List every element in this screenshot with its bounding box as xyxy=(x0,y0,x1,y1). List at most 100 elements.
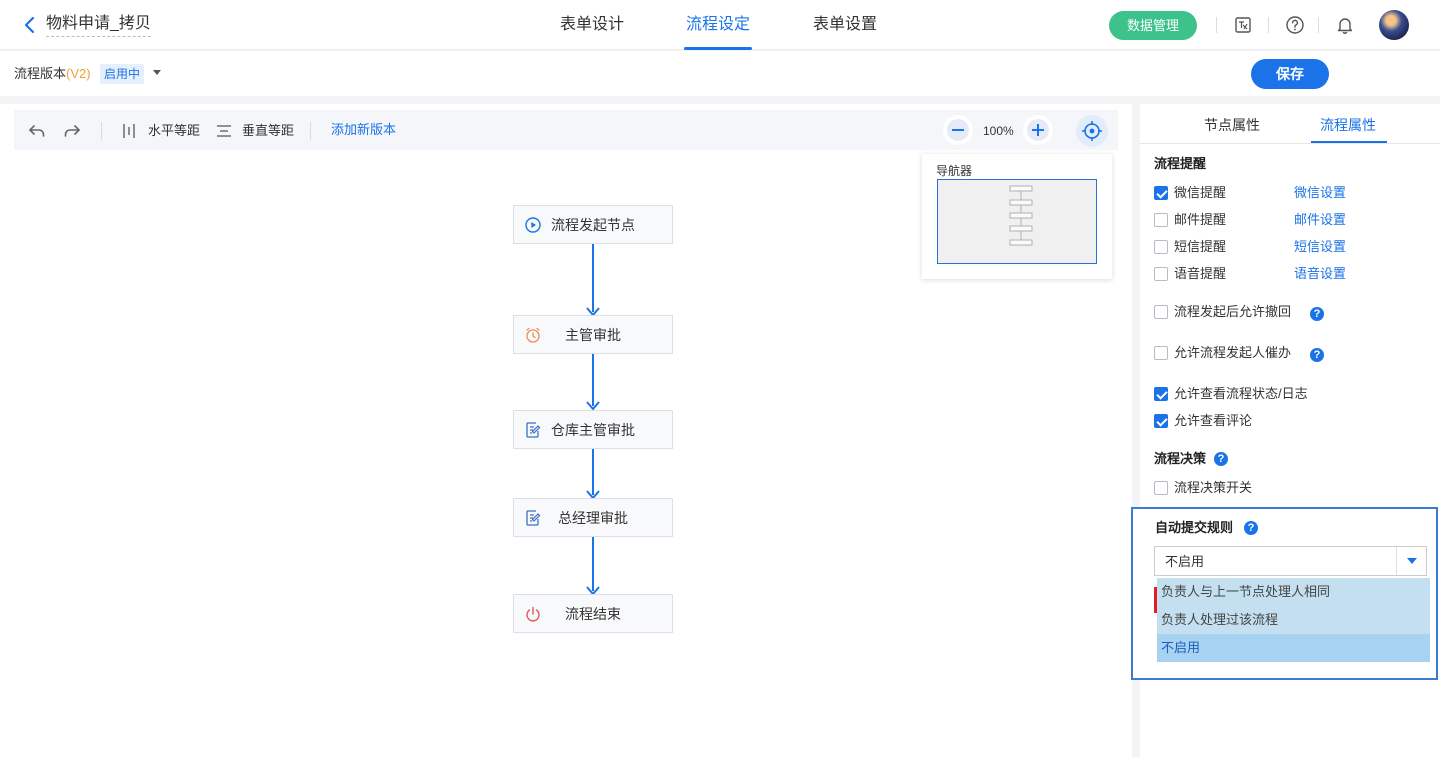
crosshair-icon xyxy=(1082,121,1102,141)
auto-submit-selected-value: 不启用 xyxy=(1165,554,1205,569)
redo-icon[interactable] xyxy=(63,122,81,140)
help-icon[interactable]: ? xyxy=(1214,452,1228,466)
horizontal-distribute-label[interactable]: 水平等距 xyxy=(148,123,201,138)
view-status-log-checkbox[interactable] xyxy=(1154,387,1168,401)
panel-divider xyxy=(1140,143,1440,144)
flow-node-label: 流程结束 xyxy=(565,606,621,622)
tab-form-settings[interactable]: 表单设置 xyxy=(813,16,878,33)
view-status-log-label: 允许查看流程状态/日志 xyxy=(1174,386,1308,401)
flow-connector xyxy=(592,449,594,495)
header-divider xyxy=(1318,17,1319,33)
voice-label: 语音提醒 xyxy=(1174,266,1227,281)
flow-connector xyxy=(592,244,594,312)
flow-node-label: 仓库主管审批 xyxy=(551,422,635,438)
status-badge: 启用中 xyxy=(100,64,145,84)
dropdown-option-selected[interactable]: 不启用 xyxy=(1157,634,1430,662)
wechat-label: 微信提醒 xyxy=(1174,185,1227,200)
auto-submit-section: 自动提交规则 ? 不启用 负责人与上一节点处理人相同 负责人处理过该流程 不启用 xyxy=(1131,507,1438,680)
allow-withdraw-checkbox[interactable] xyxy=(1154,305,1168,319)
save-button[interactable]: 保存 xyxy=(1251,59,1329,89)
undo-icon[interactable] xyxy=(28,122,46,140)
zoom-level: 100% xyxy=(983,124,1014,138)
play-circle-icon xyxy=(525,217,541,233)
flow-node-manager-approval[interactable]: 主管审批 xyxy=(513,315,673,354)
email-settings-link[interactable]: 邮件设置 xyxy=(1294,212,1347,227)
vertical-distribute-icon[interactable] xyxy=(215,122,233,140)
back-arrow-icon[interactable] xyxy=(20,15,40,35)
chevron-down-icon[interactable] xyxy=(1396,547,1426,575)
view-comments-checkbox[interactable] xyxy=(1154,414,1168,428)
decision-section-title: 流程决策 xyxy=(1154,451,1207,466)
power-icon xyxy=(526,606,540,622)
top-header: 物料申请_拷贝 表单设计 流程设定 表单设置 数据管理 xyxy=(0,0,1440,50)
edit-doc-icon xyxy=(526,422,541,438)
sms-settings-link[interactable]: 短信设置 xyxy=(1294,239,1347,254)
avatar[interactable] xyxy=(1379,10,1409,40)
tab-process-settings[interactable]: 流程设定 xyxy=(683,14,753,50)
zoom-out-button[interactable] xyxy=(943,115,973,145)
data-manage-button[interactable]: 数据管理 xyxy=(1109,11,1197,40)
wechat-checkbox[interactable] xyxy=(1154,186,1168,200)
zoom-in-button[interactable] xyxy=(1023,115,1053,145)
error-indicator xyxy=(1154,587,1157,613)
version-bar: 流程版本(V2) 启用中 保存 xyxy=(0,51,1440,96)
email-checkbox[interactable] xyxy=(1154,213,1168,227)
header-divider xyxy=(1268,17,1269,33)
help-icon[interactable]: ? xyxy=(1310,348,1324,362)
decision-switch-label: 流程决策开关 xyxy=(1174,480,1253,495)
active-tab-indicator xyxy=(1311,141,1387,143)
toolbar-divider xyxy=(101,122,102,140)
help-icon[interactable]: ? xyxy=(1310,307,1324,321)
flow-node-start[interactable]: 流程发起节点 xyxy=(513,205,673,244)
navigator-minimap xyxy=(1009,185,1033,246)
decision-switch-checkbox[interactable] xyxy=(1154,481,1168,495)
navigator-viewport[interactable] xyxy=(937,179,1097,264)
flow-canvas[interactable]: 水平等距 垂直等距 添加新版本 100% xyxy=(0,104,1132,757)
reminder-section-title: 流程提醒 xyxy=(1154,156,1207,171)
sms-checkbox[interactable] xyxy=(1154,240,1168,254)
navigator-panel: 导航器 xyxy=(922,154,1112,279)
dropdown-option[interactable]: 负责人与上一节点处理人相同 xyxy=(1161,584,1331,599)
minus-icon xyxy=(947,119,969,141)
allow-urge-label: 允许流程发起人催办 xyxy=(1174,345,1292,360)
allow-withdraw-label: 流程发起后允许撤回 xyxy=(1174,304,1292,319)
edit-doc-icon xyxy=(526,510,541,526)
allow-urge-checkbox[interactable] xyxy=(1154,346,1168,360)
vertical-distribute-label[interactable]: 垂直等距 xyxy=(242,123,295,138)
email-label: 邮件提醒 xyxy=(1174,212,1227,227)
auto-submit-title: 自动提交规则 xyxy=(1155,520,1234,535)
chevron-down-icon[interactable] xyxy=(153,70,161,75)
locate-button[interactable] xyxy=(1076,115,1108,147)
tab-process-properties[interactable]: 流程属性 xyxy=(1320,117,1376,133)
flow-node-label: 流程发起节点 xyxy=(551,217,635,233)
voice-settings-link[interactable]: 语音设置 xyxy=(1294,266,1347,281)
help-icon[interactable]: ? xyxy=(1244,521,1258,535)
version-label-text: 流程版本 xyxy=(14,66,67,81)
version-number: (V2) xyxy=(66,66,91,81)
tab-node-properties[interactable]: 节点属性 xyxy=(1204,117,1260,133)
bell-icon[interactable] xyxy=(1335,15,1355,35)
flow-node-label: 总经理审批 xyxy=(558,510,628,526)
arrow-down-icon xyxy=(586,401,600,410)
app-title: 物料申请_拷贝 xyxy=(46,14,151,37)
add-version-link[interactable]: 添加新版本 xyxy=(331,122,397,137)
flow-node-warehouse-approval[interactable]: 仓库主管审批 xyxy=(513,410,673,449)
sms-label: 短信提醒 xyxy=(1174,239,1227,254)
flow-node-label: 主管审批 xyxy=(565,327,621,343)
canvas-toolbar: 水平等距 垂直等距 添加新版本 100% xyxy=(14,110,1118,150)
flow-connector xyxy=(592,537,594,591)
navigator-title: 导航器 xyxy=(936,164,973,178)
tab-form-design[interactable]: 表单设计 xyxy=(560,16,625,33)
auto-submit-select[interactable]: 不启用 xyxy=(1154,546,1427,576)
voice-checkbox[interactable] xyxy=(1154,267,1168,281)
toolbar-divider xyxy=(310,122,311,140)
translate-icon[interactable] xyxy=(1233,15,1253,35)
wechat-settings-link[interactable]: 微信设置 xyxy=(1294,185,1347,200)
help-circle-icon[interactable] xyxy=(1285,15,1305,35)
flow-node-end[interactable]: 流程结束 xyxy=(513,594,673,633)
flow-node-gm-approval[interactable]: 总经理审批 xyxy=(513,498,673,537)
plus-icon xyxy=(1027,119,1049,141)
auto-submit-dropdown: 负责人与上一节点处理人相同 负责人处理过该流程 不启用 xyxy=(1157,578,1430,662)
dropdown-option[interactable]: 负责人处理过该流程 xyxy=(1161,612,1279,627)
horizontal-distribute-icon[interactable] xyxy=(120,122,138,140)
